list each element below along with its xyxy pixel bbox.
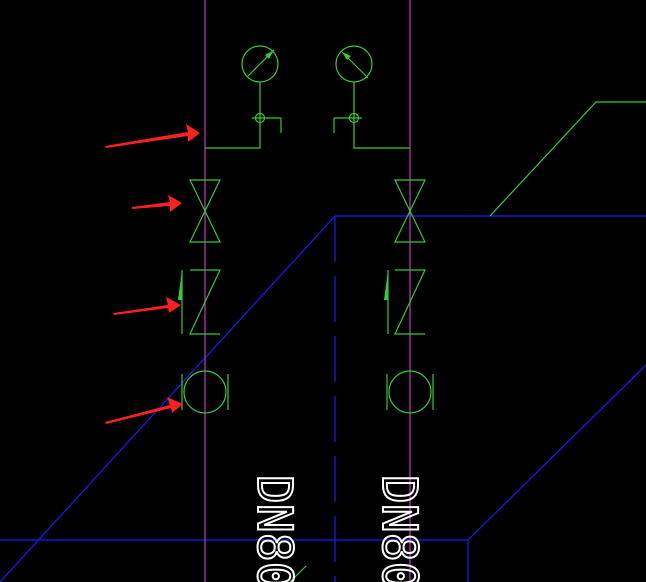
gate-valve-icon: [189, 179, 221, 243]
callout-arrow-icon: [132, 195, 182, 212]
green-tick-line: [289, 565, 307, 582]
slab-outline: [0, 215, 646, 582]
slab-outline-right-slope: [467, 364, 646, 541]
callout-arrows: [105, 124, 200, 424]
check-valve-left: [178, 269, 221, 335]
pump-right: [386, 370, 434, 414]
pump-icon: [386, 370, 434, 414]
check-valve-icon: [178, 269, 221, 335]
callout-arrow-icon: [105, 397, 183, 424]
gate-valve-right: [394, 179, 426, 243]
gate-valve-left: [189, 179, 221, 243]
callout-arrow-icon: [113, 297, 181, 315]
pressure-gauge-right: [333, 45, 410, 149]
check-valve-right: [384, 269, 426, 335]
check-valve-icon: [384, 269, 426, 335]
callout-arrow-icon: [105, 124, 200, 148]
gate-valve-icon: [394, 179, 426, 243]
green-reference-line: [489, 101, 646, 217]
pressure-gauge-left: [205, 45, 282, 149]
pipe-label-right: DN80: [371, 475, 427, 582]
pipe-label-left: DN80: [246, 475, 302, 582]
